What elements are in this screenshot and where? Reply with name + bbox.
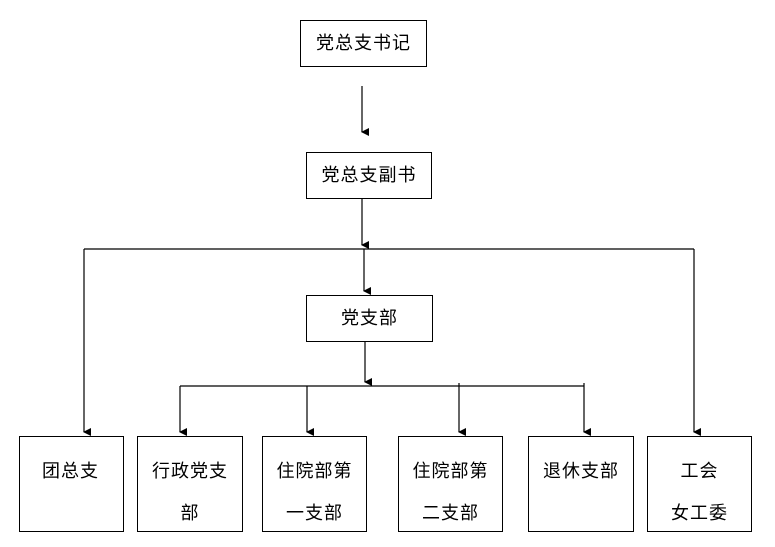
node-deputy-secretary-label: 党总支副书 (321, 164, 417, 186)
node-youth-league: 团总支 (19, 436, 124, 532)
node-retired-branch: 退休支部 (528, 436, 634, 532)
node-party-branch-label: 党支部 (341, 307, 398, 329)
node-party-branch: 党支部 (306, 295, 433, 342)
node-labor-union: 工会 女工委 (647, 436, 752, 532)
node-inpatient-branch-2-label: 住院部第 二支部 (412, 461, 489, 524)
node-inpatient-branch-1: 住院部第 一支部 (262, 436, 367, 532)
node-inpatient-branch-1-label: 住院部第 一支部 (276, 461, 353, 524)
node-party-secretary-label: 党总支书记 (316, 32, 411, 54)
node-labor-union-label: 工会 女工委 (671, 461, 728, 524)
node-deputy-secretary: 党总支副书 (306, 152, 432, 199)
node-party-secretary: 党总支书记 (300, 20, 427, 67)
node-admin-branch-label: 行政党支 部 (152, 461, 228, 524)
node-admin-branch: 行政党支 部 (137, 436, 243, 532)
node-youth-league-label: 团总支 (42, 461, 99, 482)
node-retired-branch-label: 退休支部 (543, 461, 619, 482)
node-inpatient-branch-2: 住院部第 二支部 (398, 436, 503, 532)
